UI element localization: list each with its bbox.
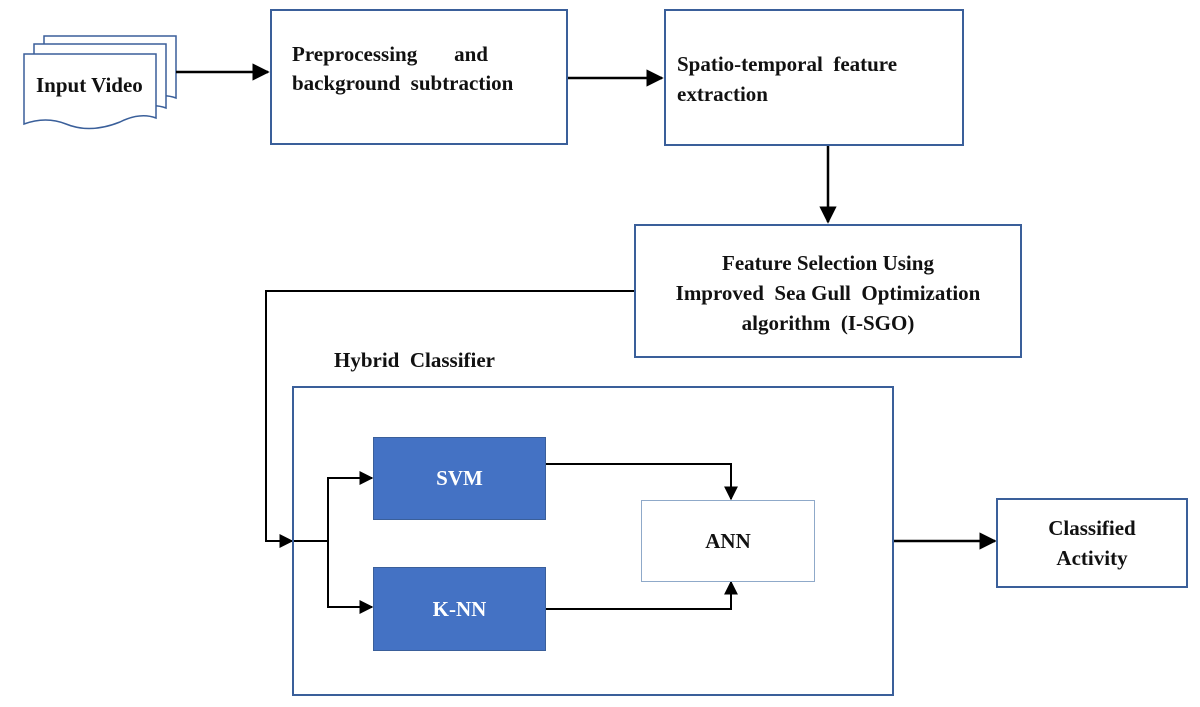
preprocessing-line-2: background subtraction — [292, 71, 514, 95]
arrow-knn-to-ann — [546, 580, 738, 610]
classified-activity-line-1: Classified — [1048, 516, 1136, 540]
feature-selection-line-3: algorithm (I-SGO) — [741, 311, 915, 335]
svm-node: SVM — [373, 437, 546, 520]
document-stack-icon — [23, 35, 177, 130]
arrow-to-svm — [327, 471, 374, 541]
arrow-to-knn — [327, 541, 374, 614]
classified-activity-box — [996, 498, 1188, 588]
spatio-temporal-line-2: extraction — [677, 82, 768, 106]
hybrid-classifier-label: Hybrid Classifier — [334, 348, 495, 372]
spatio-temporal-line-1: Spatio-temporal feature — [677, 52, 898, 76]
preprocessing-line-1: Preprocessing and — [292, 42, 488, 66]
feature-selection-box — [634, 224, 1022, 358]
arrow-feature-selection-to-hybrid — [265, 290, 634, 548]
preprocessing-box — [270, 9, 568, 145]
feature-selection-line-2: Improved Sea Gull Optimization — [675, 281, 981, 305]
spatio-temporal-box — [664, 9, 964, 146]
knn-node: K-NN — [373, 567, 546, 651]
hybrid-classifier-container — [292, 386, 894, 696]
classified-activity-line-2: Activity — [1056, 546, 1128, 570]
ann-node: ANN — [641, 500, 815, 582]
feature-selection-line-1: Feature Selection Using — [722, 251, 934, 275]
arrow-svm-to-ann — [546, 463, 738, 501]
input-video-label: Input Video — [36, 73, 143, 97]
